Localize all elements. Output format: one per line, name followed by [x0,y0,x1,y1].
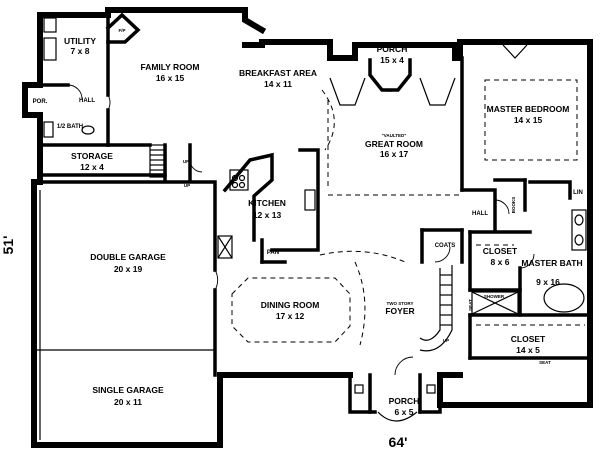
single-garage-name: SINGLE GARAGE [92,385,164,395]
great-room-size: 16 x 17 [380,149,409,159]
dining-room-name: DINING ROOM [261,300,320,310]
great-room-note: "VAULTED" [382,133,407,138]
kitchen-name: KITCHEN [248,198,286,208]
closet-b-size: 14 x 5 [516,345,540,355]
exterior-walls [22,7,593,448]
double-garage-name: DOUBLE GARAGE [90,252,166,262]
up-storage-label: UP [183,159,189,164]
porch-top-name: PORCH [377,44,408,54]
breakfast-area-size: 14 x 11 [264,79,292,89]
family-room-size: 16 x 15 [156,73,185,83]
single-garage-size: 20 x 11 [114,397,142,407]
master-bedroom-size: 14 x 15 [514,115,543,125]
linen-label: LIN [573,190,583,196]
fp-great-label: F/P [386,88,393,93]
seat-left-label: SEAT [468,299,473,311]
dining-room-size: 17 x 12 [276,311,305,321]
master-bedroom-name: MASTER BEDROOM [487,104,570,114]
master-bath-size: 9 x 16 [536,277,560,287]
great-room-name: GREAT ROOM [365,139,423,149]
shower-label: SHOWER [484,294,505,299]
small-labels: POR. HALL 1/2 BATH F/P F/P UP UP PAN COA… [33,28,583,365]
seat-bottom-label: SEAT [539,360,551,365]
overall-depth-dimension: 51' [0,236,16,255]
porch-front-size: 6 x 5 [395,407,414,417]
storage-size: 12 x 4 [80,162,104,172]
room-labels: UTILITY 7 x 8 FAMILY ROOM 16 x 15 BREAKF… [64,36,583,417]
books-label: BOOKS [511,197,516,214]
utility-size: 7 x 8 [71,46,90,56]
pantry-label: PAN [267,250,279,256]
closet-a-size: 8 x 6 [491,257,510,267]
half-bath-label: 1/2 BATH [57,124,83,130]
fixtures-and-doors [43,12,587,422]
closet-a-name: CLOSET [483,246,518,256]
storage-name: STORAGE [71,151,113,161]
porch-front-name: PORCH [389,396,420,406]
overall-width-dimension: 64' [389,434,408,450]
coats-label: COATS [435,243,456,249]
up-foyer-label: UP [443,338,449,343]
family-room-name: FAMILY ROOM [140,62,199,72]
utility-name: UTILITY [64,36,96,46]
hall-right-label: HALL [472,211,488,217]
up-garage-label: UP [184,183,190,188]
foyer-name: FOYER [385,306,414,316]
interior-walls [34,13,592,440]
master-bath-name: MASTER BATH [521,258,582,268]
foyer-note: TWO STORY [387,301,414,306]
closet-b-name: CLOSET [511,334,546,344]
double-garage-size: 20 x 19 [114,264,143,274]
hall-left-label: HALL [79,98,95,104]
breakfast-area-name: BREAKFAST AREA [239,68,317,78]
por-label: POR. [33,99,48,105]
porch-top-size: 15 x 4 [380,55,404,65]
kitchen-size: 12 x 13 [253,210,282,220]
fp-family-label: F/P [118,28,125,33]
